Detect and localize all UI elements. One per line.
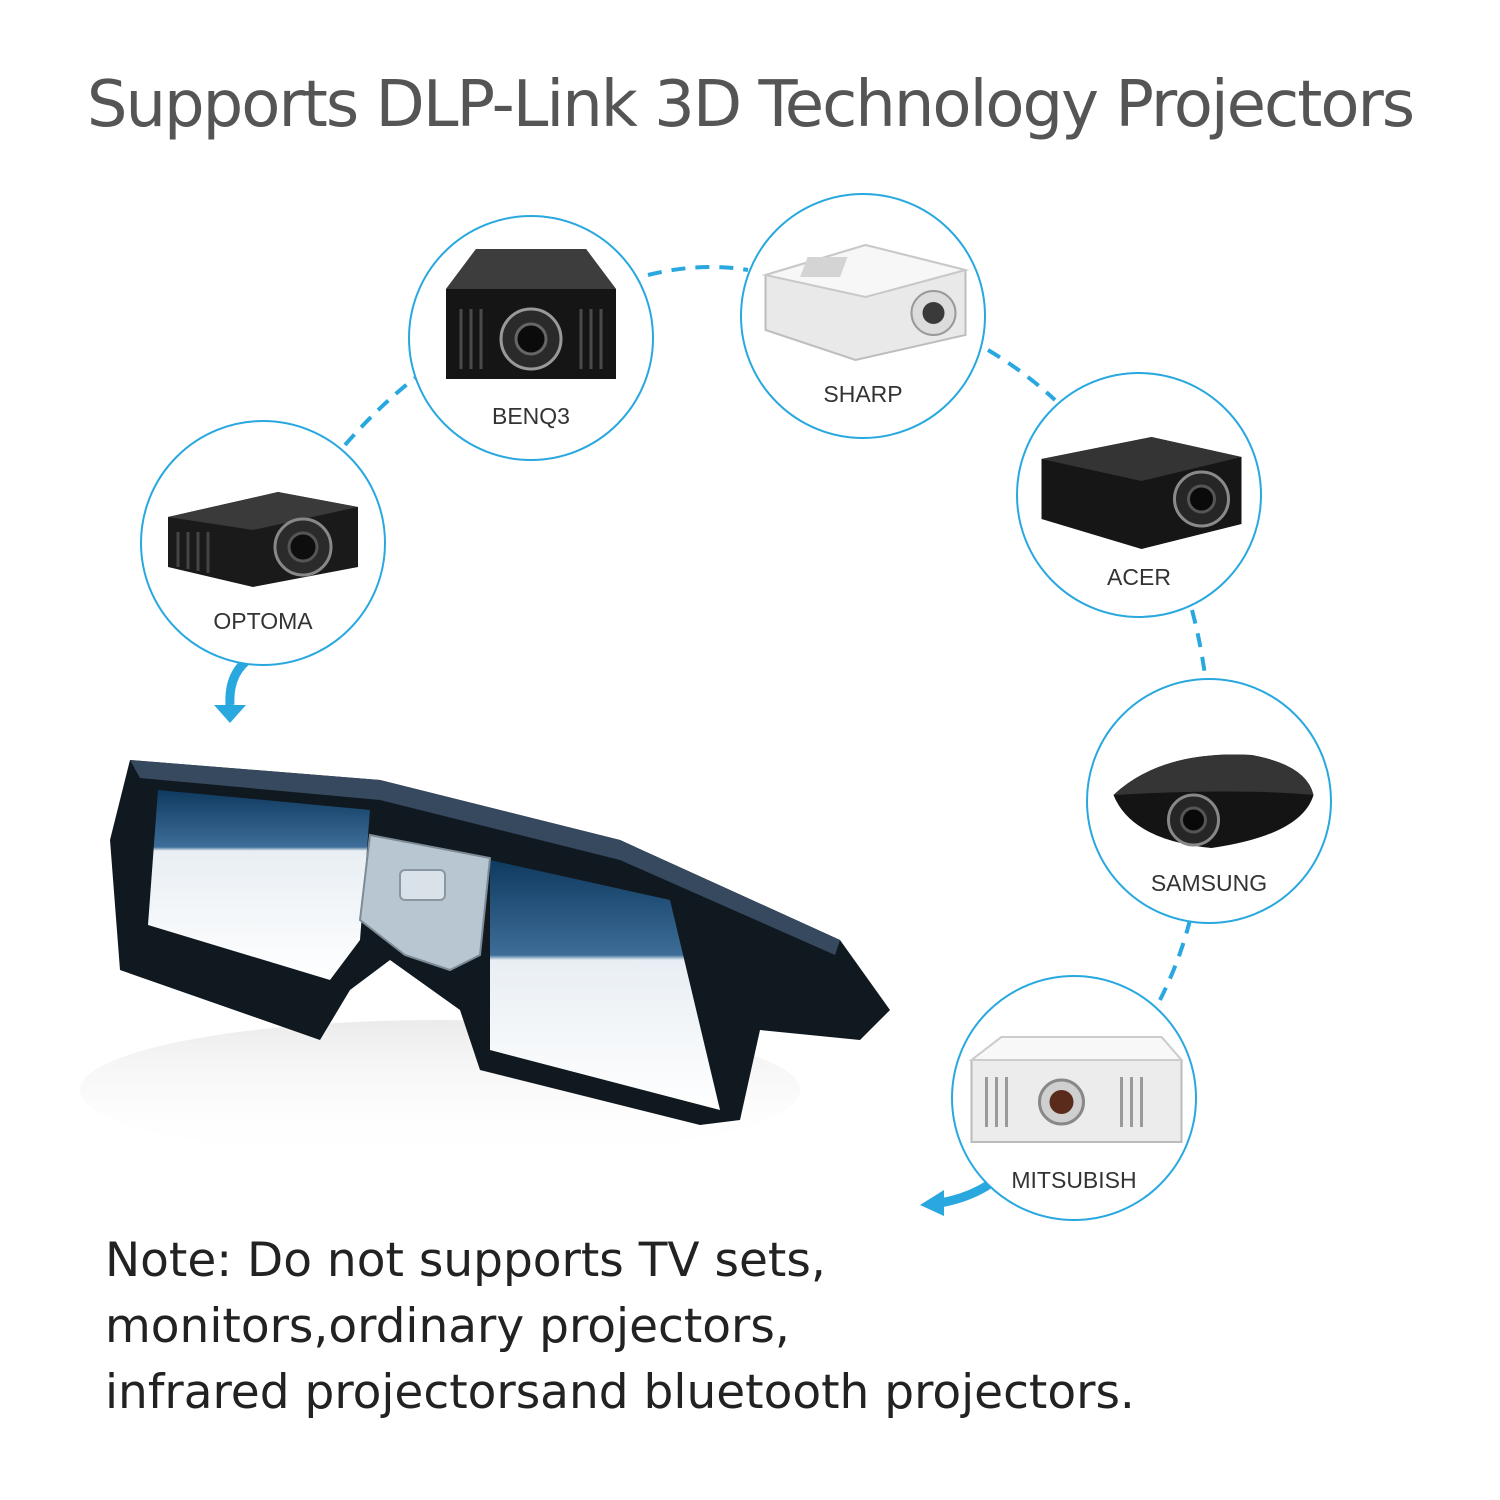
3d-glasses-image xyxy=(80,760,890,1160)
connector-optoma-benq xyxy=(343,376,417,447)
connector-acer-samsung xyxy=(1190,609,1207,676)
brand-badge-mitsubish: MITSUBISH xyxy=(951,975,1197,1221)
projector-white-icon xyxy=(968,1036,1184,1143)
brand-label: MITSUBISH xyxy=(1011,1167,1137,1193)
arrow-head-right xyxy=(920,1190,944,1216)
brand-label: BENQ3 xyxy=(492,403,570,429)
brand-label: SHARP xyxy=(823,381,903,407)
projector-black-icon xyxy=(1041,437,1242,549)
brand-label: ACER xyxy=(1107,564,1171,590)
brand-badge-optoma: OPTOMA xyxy=(140,420,386,666)
connector-sharp-acer xyxy=(986,348,1057,402)
projector-white-icon xyxy=(761,243,970,362)
note-line: infrared projectorsand bluetooth project… xyxy=(105,1365,1135,1420)
projector-black-icon xyxy=(1113,754,1314,848)
page-title: Supports DLP-Link 3D Technology Projecto… xyxy=(86,68,1415,142)
arrow-head-left xyxy=(214,705,246,723)
projector-black-icon xyxy=(446,249,616,379)
brand-label: SAMSUNG xyxy=(1150,870,1268,896)
connector-benq-sharp xyxy=(647,264,749,277)
connector-samsung-mitsubish xyxy=(1158,919,1192,1001)
brand-label: OPTOMA xyxy=(213,608,313,634)
brand-badge-sharp: SHARP xyxy=(740,193,986,439)
brand-badge-acer: ACER xyxy=(1016,372,1262,618)
brand-badge-benq3: BENQ3 xyxy=(408,215,654,461)
projector-black-icon xyxy=(168,492,358,587)
brand-badge-samsung: SAMSUNG xyxy=(1086,678,1332,924)
compatibility-note: Note: Do not supports TV sets, monitors,… xyxy=(105,1228,1135,1426)
note-line: monitors,ordinary projectors, xyxy=(105,1299,790,1354)
note-line: Note: Do not supports TV sets, xyxy=(105,1233,826,1288)
